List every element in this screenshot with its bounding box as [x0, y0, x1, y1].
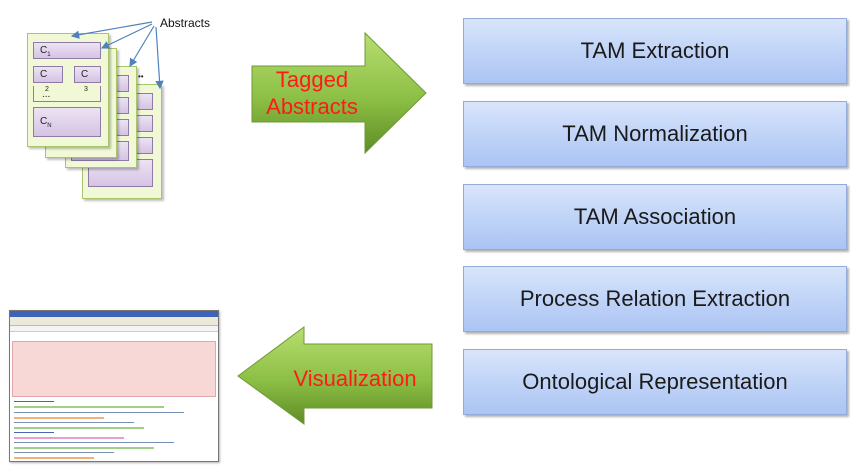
step-process-relation-extraction: Process Relation Extraction [463, 266, 847, 332]
tag-cn: CN [33, 107, 101, 137]
thumb-title-bar [10, 311, 218, 317]
thumb-toolbar [10, 317, 218, 326]
step-tam-extraction: TAM Extraction [463, 18, 847, 84]
tag-cn-sub: N [47, 123, 52, 129]
tag-c3-base: C [81, 69, 89, 80]
tag-c1-sub: 1 [47, 52, 51, 58]
step-tam-normalization: TAM Normalization [463, 101, 847, 167]
tagged-abstracts-line1: Tagged [275, 67, 349, 92]
visualization-screenshot [9, 310, 219, 462]
stack-dots: •• [138, 72, 144, 81]
visualization-label: Visualization [293, 366, 417, 391]
abstracts-pointer-lines [70, 21, 164, 90]
tag-c2: C [33, 66, 63, 83]
tagged-abstracts-label: Tagged Abstracts [258, 66, 366, 120]
abstract-page-1: C1 C 2 C 3 ... CN [27, 33, 109, 147]
tag-c2-base: C [40, 69, 48, 80]
step-ontological-representation: Ontological Representation [463, 349, 847, 415]
tag-c3: C [74, 66, 101, 83]
tag-c2-sub: 2 [45, 86, 49, 93]
tagged-abstracts-line2: Abstracts [266, 94, 358, 119]
thumb-query-panel [12, 341, 216, 397]
abstracts-label: Abstracts [160, 16, 211, 30]
tag-c1-base: C [40, 45, 48, 56]
thumb-address-bar [10, 326, 218, 332]
tag-c1: C1 [33, 42, 101, 59]
tag-c3-sub: 3 [84, 86, 88, 93]
tagged-abstracts-arrow [251, 31, 427, 155]
tag-ellipsis-box: ... [33, 86, 101, 102]
visualization-arrow [237, 326, 433, 425]
tag-cn-base: C [40, 116, 48, 127]
tag-ellipsis: ... [42, 89, 51, 100]
step-tam-association: TAM Association [463, 184, 847, 250]
